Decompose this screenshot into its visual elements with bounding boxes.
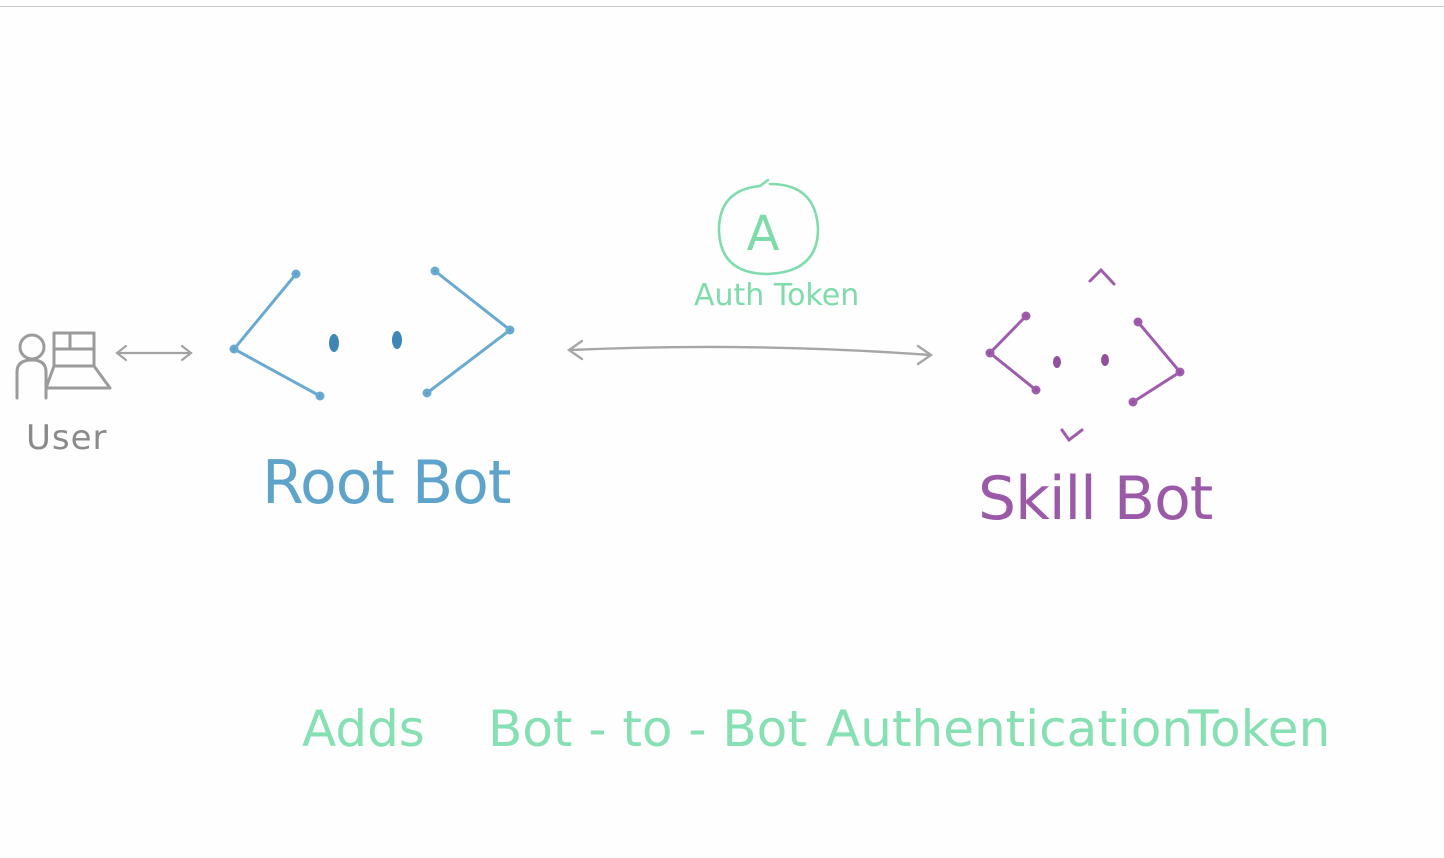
auth-token-letter: A [746, 206, 780, 262]
caption-word: Token [1188, 700, 1331, 758]
auth-token-label: Auth Token [694, 278, 860, 313]
root-bot-label: Root Bot [262, 448, 511, 518]
scan-edge-line [0, 6, 1444, 7]
caption-word: Adds [302, 700, 425, 758]
user-icon [15, 331, 112, 400]
auth-token-icon [717, 178, 820, 276]
user-root-arrow [115, 344, 193, 362]
user-body-shape [15, 358, 48, 400]
caption-word: Bot - to - Bot [488, 700, 807, 758]
skill-bot-label: Skill Bot [978, 464, 1213, 534]
laptop-base-shape [44, 364, 112, 390]
caption-word: Authentication [826, 700, 1194, 758]
user-label: User [26, 418, 108, 458]
user-head-shape [18, 333, 46, 361]
root-bot-icon [229, 266, 515, 401]
root-skill-arrow [566, 339, 934, 366]
skill-bot-icon [985, 267, 1185, 443]
